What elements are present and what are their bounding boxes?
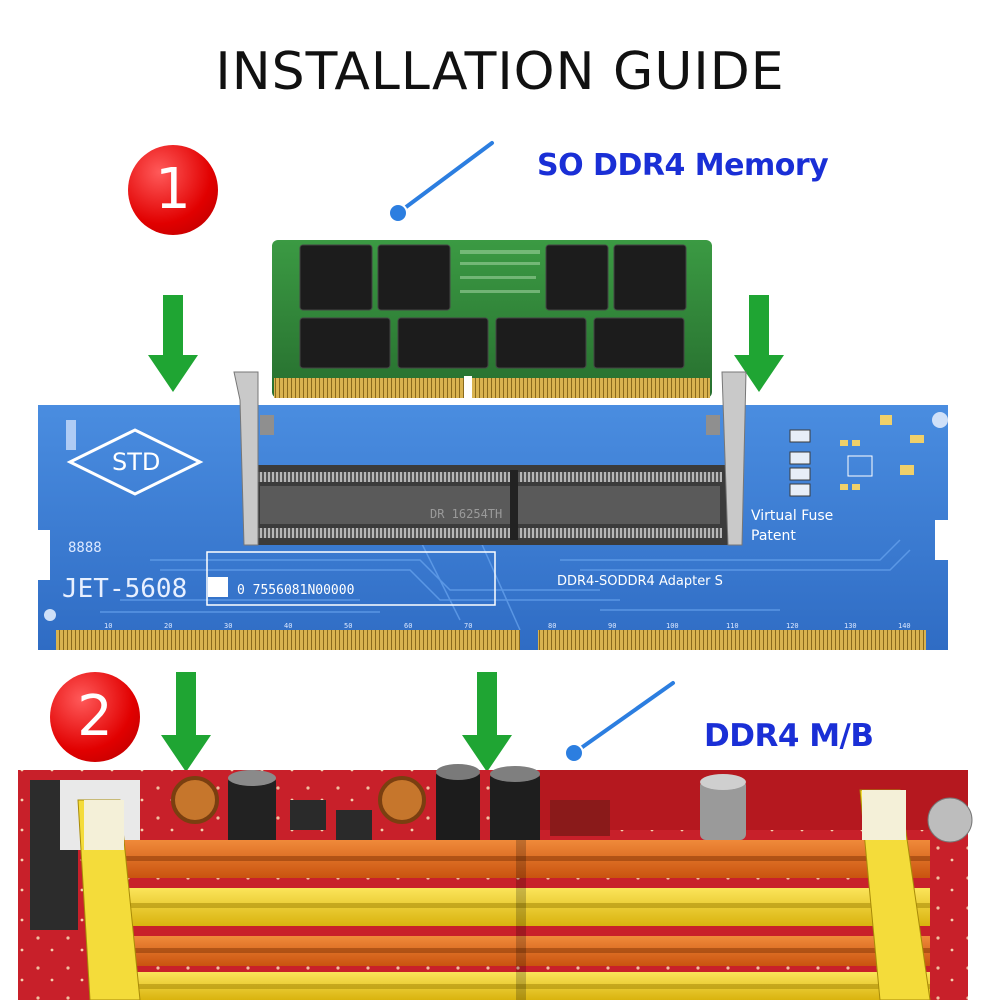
page-title: INSTALLATION GUIDE [215,42,785,102]
step-2-badge: 2 [50,672,140,762]
adapter-name: DDR4-SODDR4 Adapter S [557,574,723,589]
pin-mark: 110 [726,622,739,630]
pin-mark: 130 [844,622,857,630]
pin-mark: 70 [464,622,473,630]
pin-mark: 20 [164,622,173,630]
adapter-code: 8888 [68,540,102,556]
patent-label: Patent [751,528,796,544]
pin-mark: 80 [548,622,557,630]
adapter-logo: STD [112,448,161,476]
dimm-slots [77,789,931,1000]
slot-marking: DR 16254TH [430,507,503,521]
so-dimm-module [272,240,712,400]
pin-mark: 90 [608,622,617,630]
pin-mark: 100 [666,622,679,630]
pin-number-row: 10 20 30 40 50 60 70 80 90 100 110 120 1… [100,622,920,632]
pin-mark: 120 [786,622,799,630]
so-ddr4-memory-label: SO DDR4 Memory [537,148,829,183]
arrow-down-icon [734,295,784,392]
insert-arrows [148,295,784,772]
motherboard-pointer-line [564,678,678,763]
step-1-badge: 1 [128,145,218,235]
pin-mark: 30 [224,622,233,630]
virtual-fuse-label: Virtual Fuse [751,508,834,524]
pin-mark: 50 [344,622,353,630]
memory-pointer-line [388,138,497,223]
pin-mark: 10 [104,622,113,630]
pin-mark: 60 [404,622,413,630]
motherboard [18,764,973,1000]
arrow-down-icon [462,672,512,772]
pin-mark: 140 [898,622,911,630]
arrow-down-icon [148,295,198,392]
arrow-down-icon [161,672,211,772]
ddr4-mb-label: DDR4 M/B [704,718,874,754]
adapter-serial: 0 7556081N00000 [237,583,355,598]
pin-mark: 40 [284,622,293,630]
so-dimm-slot [233,371,747,546]
adapter-model: JET-5608 [62,574,188,604]
